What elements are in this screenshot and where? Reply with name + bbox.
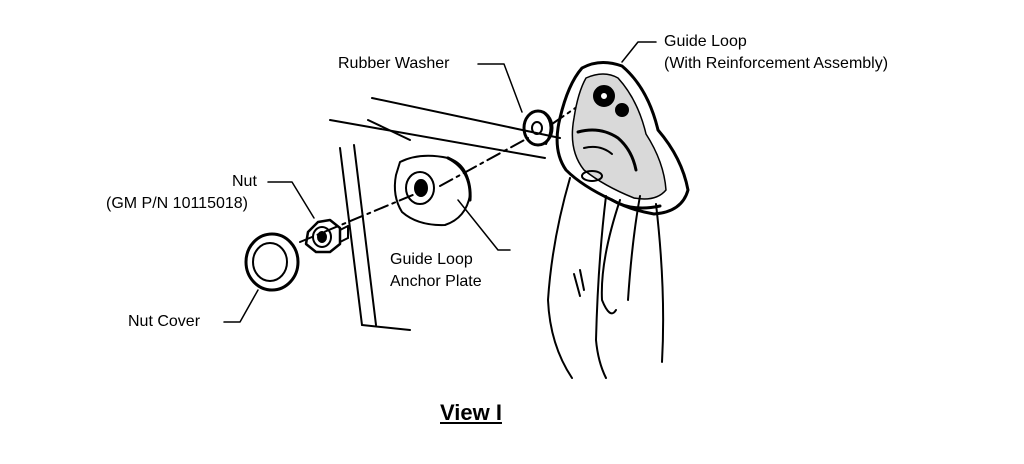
belt-webbing: [547, 177, 665, 379]
guide-loop: [555, 61, 690, 216]
nut: [304, 218, 349, 254]
label-guide-loop: Guide Loop: [664, 33, 747, 50]
label-nut-cover: Nut Cover: [128, 313, 201, 330]
label-anchor-plate-line2: Anchor Plate: [390, 273, 482, 290]
nut-cover: [244, 232, 300, 292]
label-anchor-plate-line1: Guide Loop: [390, 251, 473, 268]
body-panel: [329, 97, 561, 331]
view-title: View I: [440, 400, 502, 425]
leader-lines: [223, 41, 657, 323]
rubber-washer: [522, 109, 554, 147]
anchor-plate: [393, 154, 472, 227]
label-guide-loop-reinforcement: (With Reinforcement Assembly): [664, 55, 889, 72]
label-nut: Nut: [232, 173, 257, 190]
label-rubber-washer: Rubber Washer: [338, 55, 450, 72]
label-nut-part-number: (GM P/N 10115018): [106, 195, 248, 212]
